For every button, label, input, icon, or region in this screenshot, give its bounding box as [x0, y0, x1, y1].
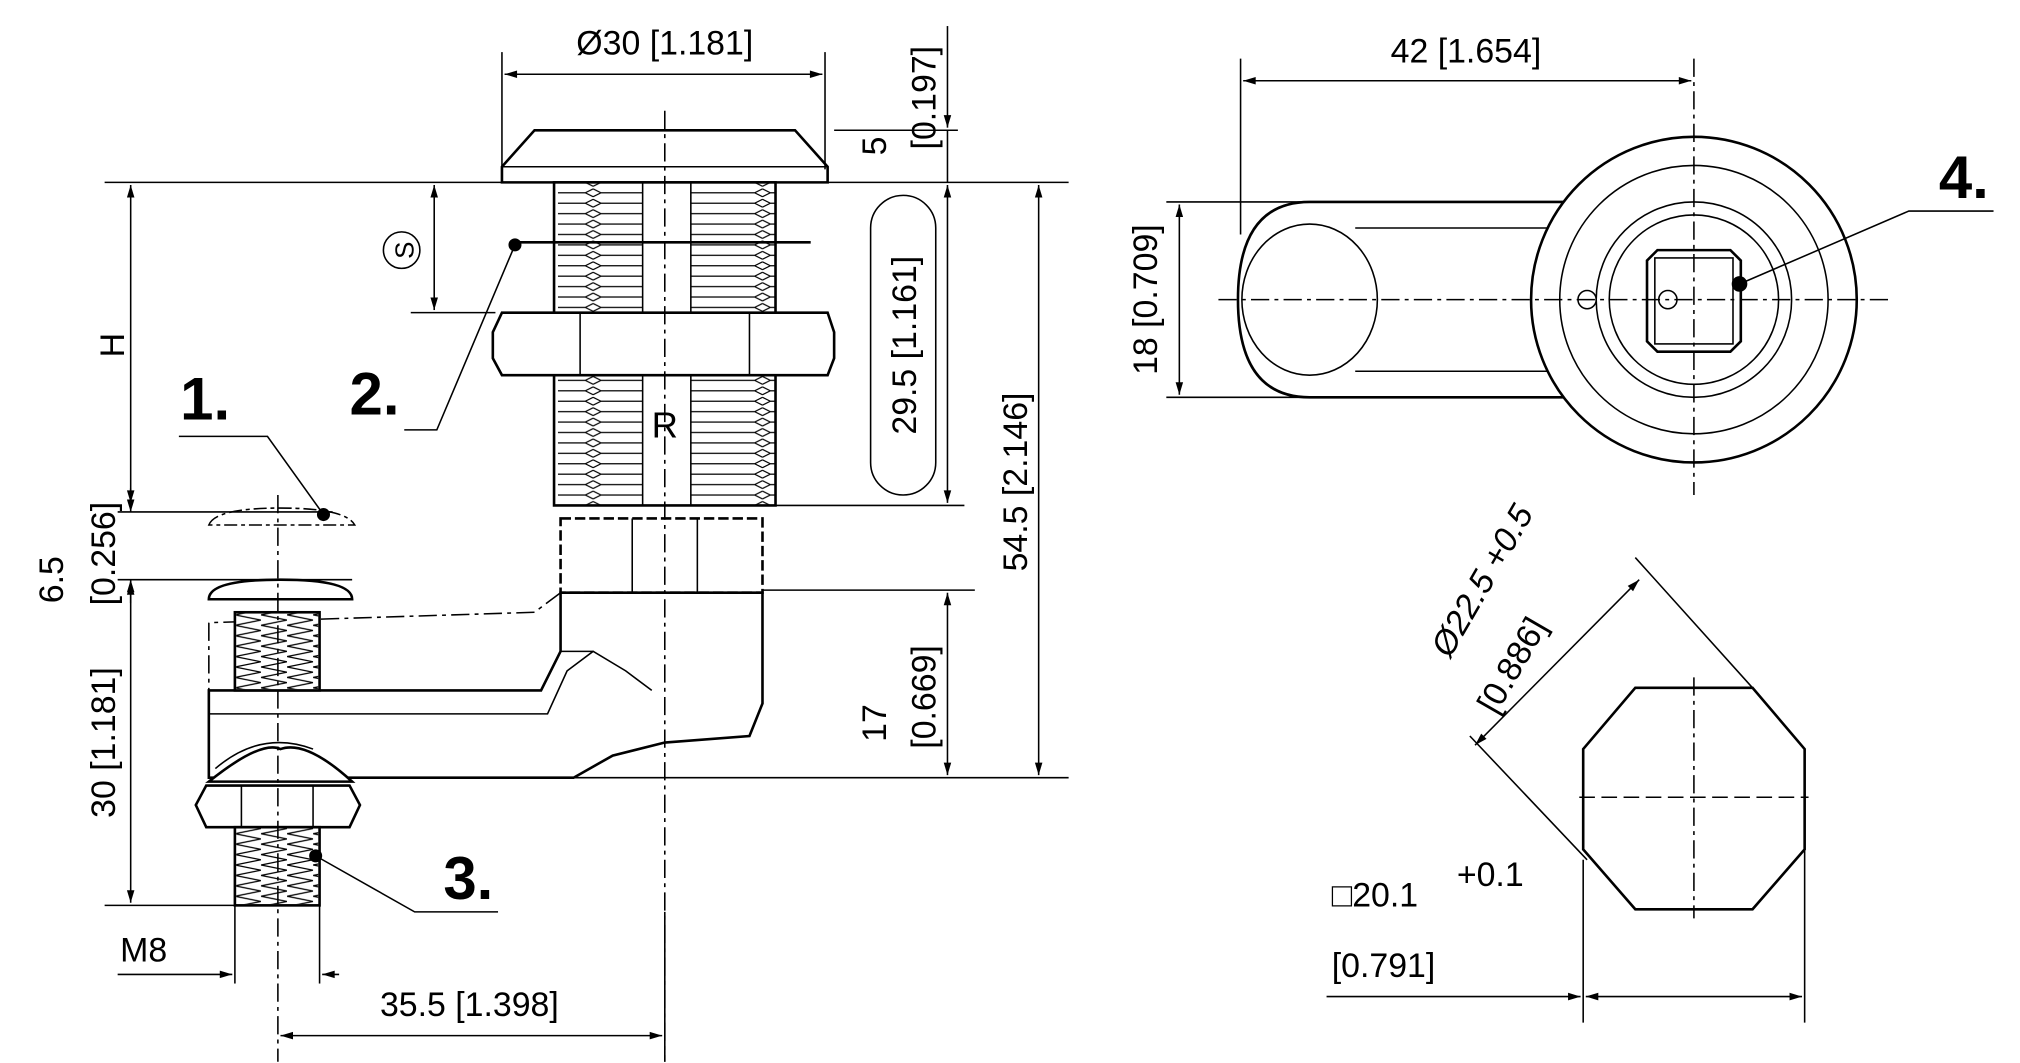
lever [1236, 200, 1565, 399]
cam-arm [207, 591, 764, 780]
dim-cap-diameter: Ø30 [1.181] [576, 25, 753, 63]
dim-lever-width: 42 [1.654] [1391, 33, 1542, 71]
dim-total-length: 54.5 [2.146] [997, 393, 1035, 572]
s-mark: S [389, 241, 419, 258]
r-mark: R [652, 405, 678, 446]
dim-cutout-flat: □20.1 [1332, 877, 1418, 915]
dim-lever-height: 18 [0.709] [1127, 224, 1165, 375]
label-1: 1. [180, 365, 230, 432]
label-2: 2. [350, 360, 400, 427]
dim-bolt-thread: M8 [120, 931, 167, 969]
dim-cutout-flat-tol: +0.1 [1457, 856, 1524, 894]
side-view: S R Ø30 [1.181] 5 [0.197] H 29.5 [1.161]… [33, 25, 1069, 1062]
dim-cam-offset-in: [0.669] [906, 645, 944, 749]
dim-thread-length: 29.5 [1.161] [886, 256, 924, 435]
top-view: 42 [1.654] 18 [0.709] 4. [1127, 33, 1994, 496]
hex-nut [491, 311, 836, 377]
label-3: 3. [443, 845, 493, 912]
dim-cam-offset: 17 [856, 704, 894, 742]
dim-h: H [94, 333, 132, 357]
dim-stop-height: 6.5 [33, 556, 71, 603]
dim-arm-length: 35.5 [1.398] [380, 986, 559, 1024]
label-4: 4. [1939, 144, 1989, 211]
panel-cutout-view: Ø22.5 +0.5 [0.886] □20.1 +0.1 [0.791] [1326, 498, 1809, 1023]
dim-cutout-diameter-in: [0.886] [1470, 611, 1555, 720]
dim-bolt-length: 30 [1.181] [85, 667, 123, 818]
dim-cutout-flat-in: [0.791] [1332, 947, 1436, 985]
dim-stop-height-in: [0.256] [85, 502, 123, 606]
stop-bolt-head [207, 578, 354, 601]
dim-cap-height-in: [0.197] [906, 46, 944, 150]
dim-cap-height: 5 [856, 136, 894, 155]
